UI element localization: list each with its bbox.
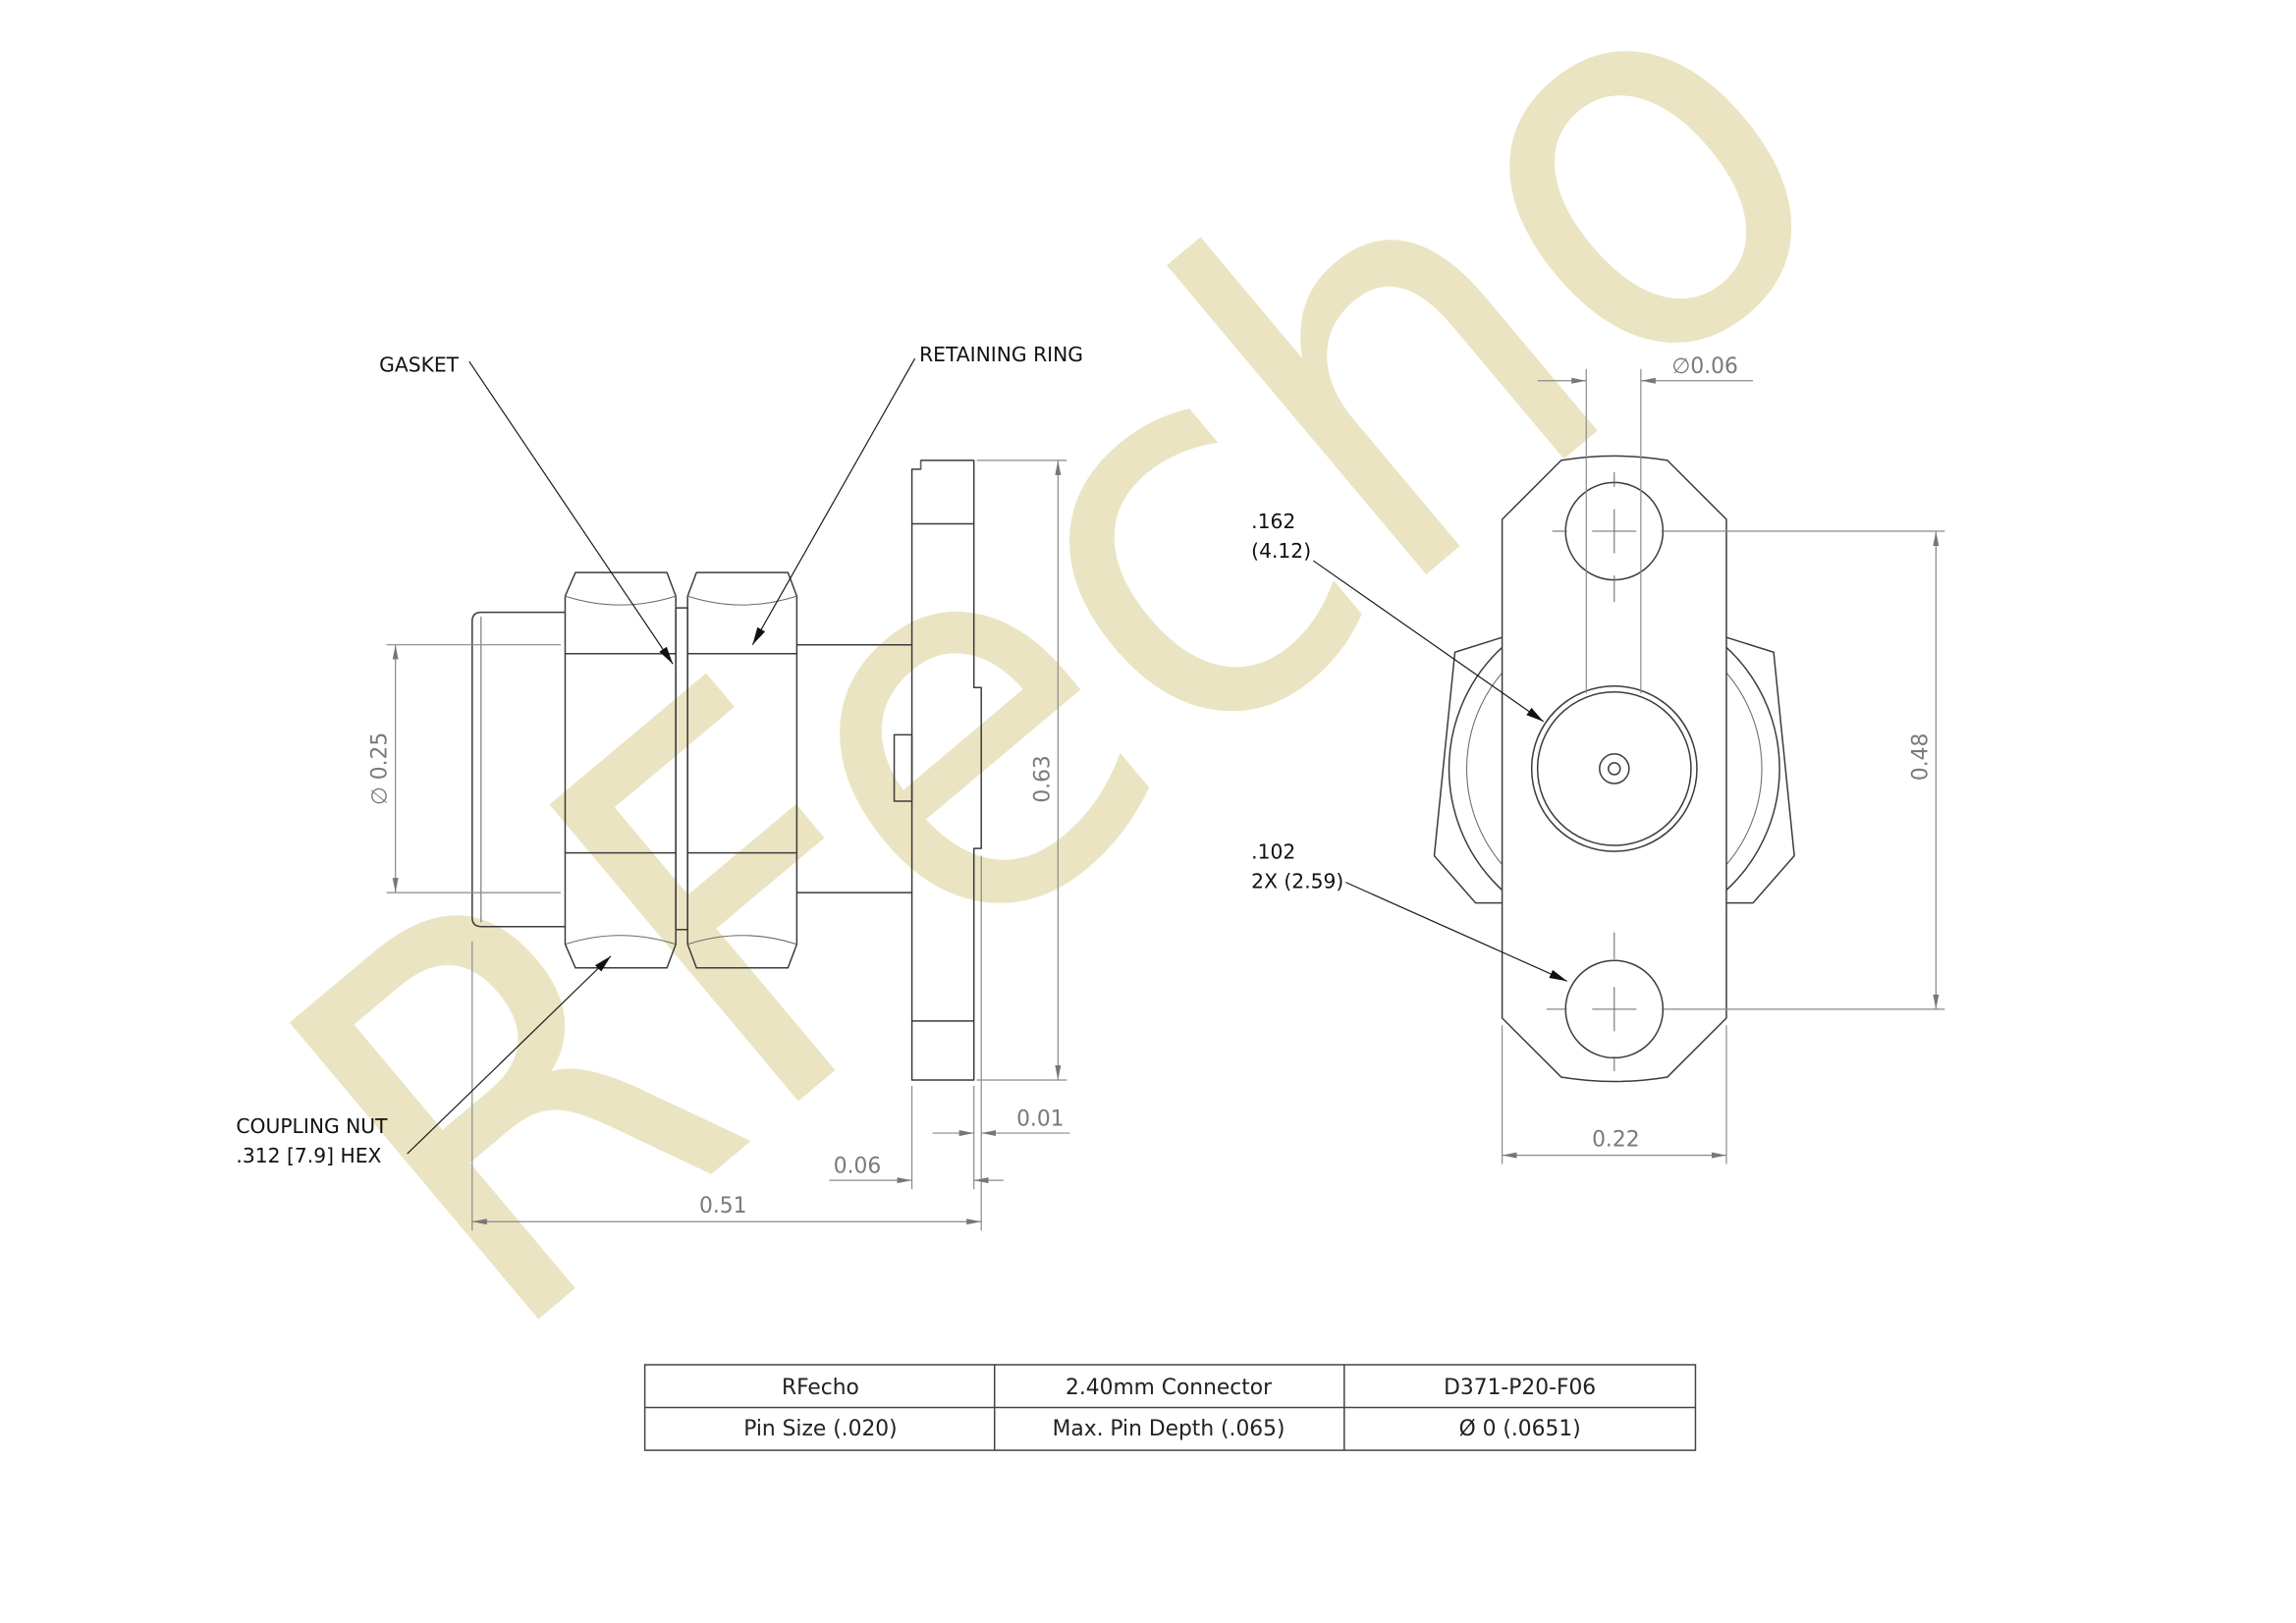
coupling-nut xyxy=(564,571,677,969)
retaining-ring xyxy=(686,571,798,969)
leader-center-hole xyxy=(1312,560,1545,723)
title-cell-pin-size: Pin Size (.020) xyxy=(743,1417,897,1441)
center-pin xyxy=(1599,753,1630,784)
label-retaining-ring: RETAINING RING xyxy=(919,343,1083,366)
label-center-hole-metric: (4.12) xyxy=(1251,539,1311,563)
title-cell-pin-depth: Max. Pin Depth (.065) xyxy=(1053,1417,1285,1441)
dim-flange-height: 0.63 xyxy=(1030,755,1055,802)
front-barrel xyxy=(471,611,566,928)
title-cell-part-number: D371-P20-F06 xyxy=(1444,1376,1596,1400)
dim-flange-thickness: 0.06 xyxy=(834,1155,881,1179)
title-cell-product: 2.40mm Connector xyxy=(1066,1376,1272,1400)
dim-overall-length: 0.51 xyxy=(699,1194,746,1218)
front-view xyxy=(1433,455,1795,1083)
dim-barrel-diameter: ∅ 0.25 xyxy=(368,732,393,805)
leader-coupling-nut xyxy=(407,955,612,1155)
dim-hole-spacing: 0.48 xyxy=(1908,733,1933,781)
side-view xyxy=(471,460,982,1081)
label-coupling-nut: COUPLING NUT xyxy=(236,1114,388,1138)
side-view-dimensions: ∅ 0.25 0.63 0.51 0.06 0.01 xyxy=(368,460,1070,1231)
leader-mount-hole xyxy=(1345,882,1567,982)
connector-interface xyxy=(1530,685,1698,852)
label-mount-hole-metric: 2X (2.59) xyxy=(1251,870,1343,893)
title-cell-company: RFecho xyxy=(782,1376,859,1400)
front-view-dimensions: ∅0.06 0.48 0.22 xyxy=(1502,354,1945,1164)
flange-side xyxy=(910,460,982,1081)
dim-flange-width: 0.22 xyxy=(1592,1128,1639,1153)
label-coupling-nut-size: .312 [7.9] HEX xyxy=(236,1144,381,1167)
label-center-hole: .162 xyxy=(1251,510,1295,533)
leader-retaining-ring xyxy=(751,357,916,646)
connector-body xyxy=(796,643,912,893)
flange-front xyxy=(1501,455,1727,1083)
dim-flange-step: 0.01 xyxy=(1016,1108,1064,1132)
label-gasket: GASKET xyxy=(379,353,460,377)
title-block: RFecho 2.40mm Connector D371-P20-F06 Pin… xyxy=(643,1364,1697,1451)
dim-hole-diameter: ∅0.06 xyxy=(1671,354,1737,379)
leader-gasket xyxy=(468,360,674,665)
label-mount-hole: .102 xyxy=(1251,840,1295,864)
title-cell-diameter: Ø 0 (.0651) xyxy=(1459,1417,1581,1441)
front-view-labels: .162 (4.12) .102 2X (2.59) xyxy=(1251,510,1567,982)
side-view-labels: GASKET RETAINING RING COUPLING NUT .312 … xyxy=(236,343,1083,1167)
